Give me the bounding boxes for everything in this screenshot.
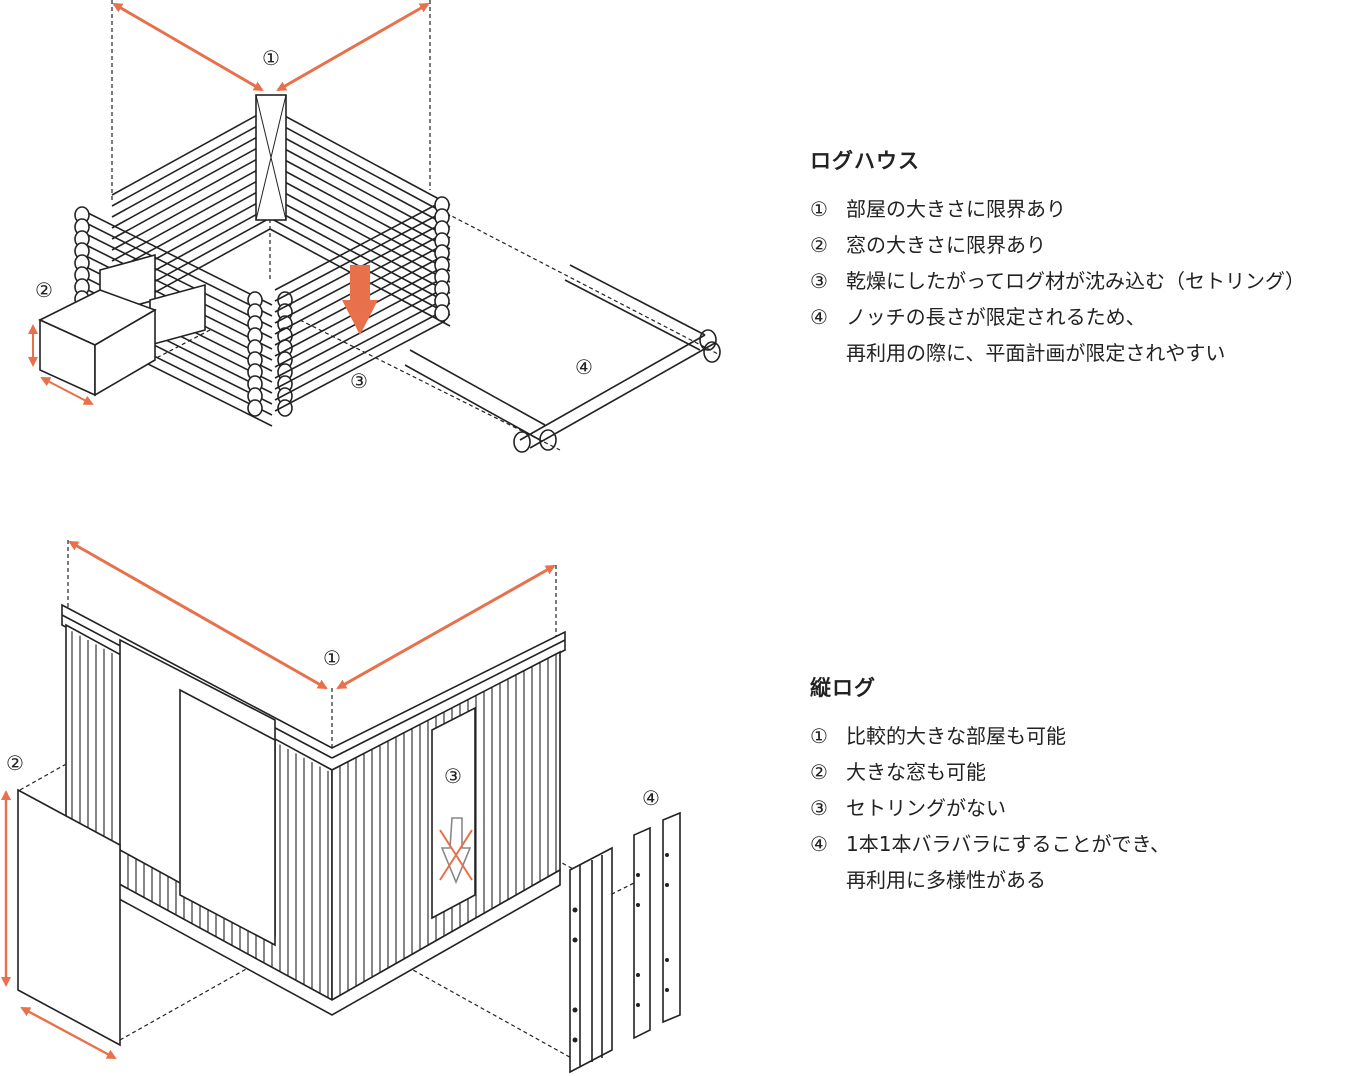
log-line	[81, 209, 273, 306]
log-line	[269, 173, 451, 272]
item-number: ③	[810, 269, 828, 293]
list-item: ④ 1本1本バラバラにすることができ、 再利用に多様性がある	[810, 826, 1170, 898]
log-line	[111, 107, 271, 196]
item-text: 1本1本バラバラにすることができ、 再利用に多様性がある	[846, 832, 1171, 892]
list-item: ④ ノッチの長さが限定されるため、 再利用の際に、平面計画が限定されやすい	[810, 299, 1305, 371]
list-item: ③ セトリングがない	[810, 790, 1170, 826]
item-number: ③	[810, 796, 828, 820]
list-item: ② 大きな窓も可能	[810, 754, 1170, 790]
item-number: ①	[810, 724, 828, 748]
section-tate-log: 縦ログ ① 比較的大きな部屋も可能 ② 大きな窓も可能 ③ セトリングがない ④ 1本1…	[810, 672, 1170, 898]
log-line	[81, 242, 273, 339]
log-label-4: ④	[575, 355, 593, 379]
item-number: ②	[810, 233, 828, 257]
log-label-3: ③	[350, 369, 368, 393]
log-line	[111, 129, 271, 218]
log-label-2: ②	[35, 278, 53, 302]
list-item: ② 窓の大きさに限界あり	[810, 227, 1305, 263]
item-text: ノッチの長さが限定されるため、 再利用の際に、平面計画が限定されやすい	[846, 305, 1226, 365]
log-end	[434, 304, 450, 322]
log-line	[269, 184, 451, 283]
log-line	[269, 162, 451, 261]
tate-label-1: ①	[323, 646, 341, 670]
log-line	[274, 210, 446, 302]
item-number: ④	[810, 832, 828, 856]
log-line	[274, 199, 446, 291]
item-number: ②	[810, 760, 828, 784]
item-text: 比較的大きな部屋も可能	[846, 724, 1066, 748]
log-house-figure	[38, 0, 721, 453]
log-line	[269, 140, 451, 239]
section-title: ログハウス	[810, 149, 920, 173]
log-line	[111, 118, 271, 207]
list-item: ① 部屋の大きさに限界あり	[810, 191, 1305, 227]
item-number: ④	[810, 305, 828, 329]
log-line	[269, 151, 451, 250]
list-item: ③ 乾燥にしたがってログ材が沈み込む（セトリング）	[810, 263, 1305, 299]
tate-log-figure	[17, 540, 681, 1074]
item-text: 部屋の大きさに限界あり	[846, 197, 1066, 221]
log-line	[111, 140, 271, 229]
item-text: 窓の大きさに限界あり	[846, 233, 1046, 257]
item-number: ①	[810, 197, 828, 221]
log-line	[269, 129, 451, 228]
log-line	[274, 298, 446, 390]
log-line	[269, 107, 451, 206]
list-item: ① 比較的大きな部屋も可能	[810, 718, 1170, 754]
section-log-house: ログハウス ① 部屋の大きさに限界あり ② 窓の大きさに限界あり ③ 乾燥にしたがって…	[810, 145, 1305, 371]
log-line	[111, 162, 271, 251]
tate-label-2: ②	[6, 751, 24, 775]
tate-label-4: ④	[642, 786, 660, 810]
log-line	[274, 309, 446, 401]
log-line	[111, 173, 271, 262]
log-line	[269, 118, 451, 217]
item-text: 乾燥にしたがってログ材が沈み込む（セトリング）	[846, 269, 1305, 293]
log-line	[81, 220, 273, 317]
log-label-1: ①	[262, 46, 280, 70]
log-line	[111, 184, 271, 273]
log-line	[274, 320, 446, 412]
item-text: セトリングがない	[846, 796, 1006, 820]
log-line	[111, 151, 271, 240]
tate-label-3: ③	[444, 764, 462, 788]
log-line	[81, 231, 273, 328]
item-text: 大きな窓も可能	[846, 760, 986, 784]
section-title: 縦ログ	[810, 676, 876, 700]
log-end	[247, 399, 263, 417]
